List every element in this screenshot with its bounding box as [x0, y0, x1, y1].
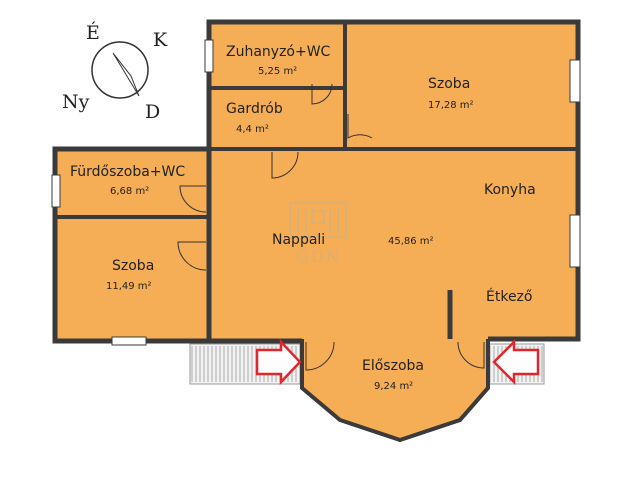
room-name-gardrob: Gardrób [226, 101, 283, 117]
window-1 [569, 59, 581, 103]
entry-arrow-right-icon [492, 338, 540, 386]
room-area-nappali: 45,86 m² [388, 236, 434, 247]
door-furdoszoba-icon [179, 185, 207, 213]
building-logo-icon [289, 202, 347, 238]
floor-nappali [209, 149, 576, 339]
room-name-furdoszoba: Fürdőszoba+WC [70, 164, 185, 180]
room-name-eloszoba: Előszoba [362, 358, 424, 374]
room-area-szoba-top: 17,28 m² [428, 100, 474, 111]
wall-eloszoba [300, 339, 490, 443]
room-area-gardrob: 4,4 m² [236, 124, 269, 135]
room-name-szoba-top: Szoba [428, 76, 470, 92]
compass-needle-outline-icon [112, 52, 140, 97]
window-2 [569, 214, 581, 268]
door-zuhanyzo-icon [311, 83, 333, 105]
compass: É K Ny D [62, 21, 168, 123]
compass-south-label: D [145, 101, 160, 123]
room-labels: Zuhanyzó+WC 5,25 m² Szoba 17,28 m² Gardr… [70, 44, 536, 392]
compass-west-label: Ny [62, 91, 90, 113]
entry-arrows [255, 338, 540, 386]
room-name-etkezo: Étkező [486, 288, 532, 305]
door-gardrob-icon [347, 114, 373, 139]
walls [52, 19, 581, 443]
window-5 [204, 39, 214, 73]
doors [177, 83, 485, 371]
room-area-eloszoba: 9,24 m² [374, 381, 413, 392]
compass-east-label: K [153, 29, 168, 51]
floor-gardrob [209, 89, 347, 149]
floor-furdoszoba [57, 149, 209, 217]
room-area-szoba-left: 11,49 m² [106, 281, 152, 292]
floor-eloszoba [302, 339, 488, 440]
floor-szoba-top [347, 24, 576, 149]
door-nappali-top-icon [271, 151, 299, 179]
floor-szoba-left [57, 217, 209, 339]
window-4 [111, 336, 147, 346]
windows [51, 39, 581, 346]
door-szoba-left-icon [177, 241, 207, 271]
watermark: GDN [289, 202, 347, 266]
room-name-nappali: Nappali [272, 232, 325, 248]
room-area-furdoszoba: 6,68 m² [110, 186, 149, 197]
room-area-zuhanyzo: 5,25 m² [258, 66, 297, 77]
compass-north-label: É [86, 21, 100, 44]
room-name-szoba-left: Szoba [112, 258, 154, 274]
window-3 [51, 174, 61, 208]
floor-areas [57, 24, 576, 440]
door-entry-left-icon [305, 341, 335, 371]
room-name-konyha: Konyha [484, 182, 536, 198]
wall-outer-left [52, 146, 302, 344]
entry-arrow-left-icon [255, 338, 302, 386]
room-name-zuhanyzo: Zuhanyzó+WC [226, 44, 331, 60]
door-entry-right-icon [457, 341, 485, 369]
compass-circle [91, 41, 149, 99]
watermark-text: GDN [296, 247, 342, 266]
